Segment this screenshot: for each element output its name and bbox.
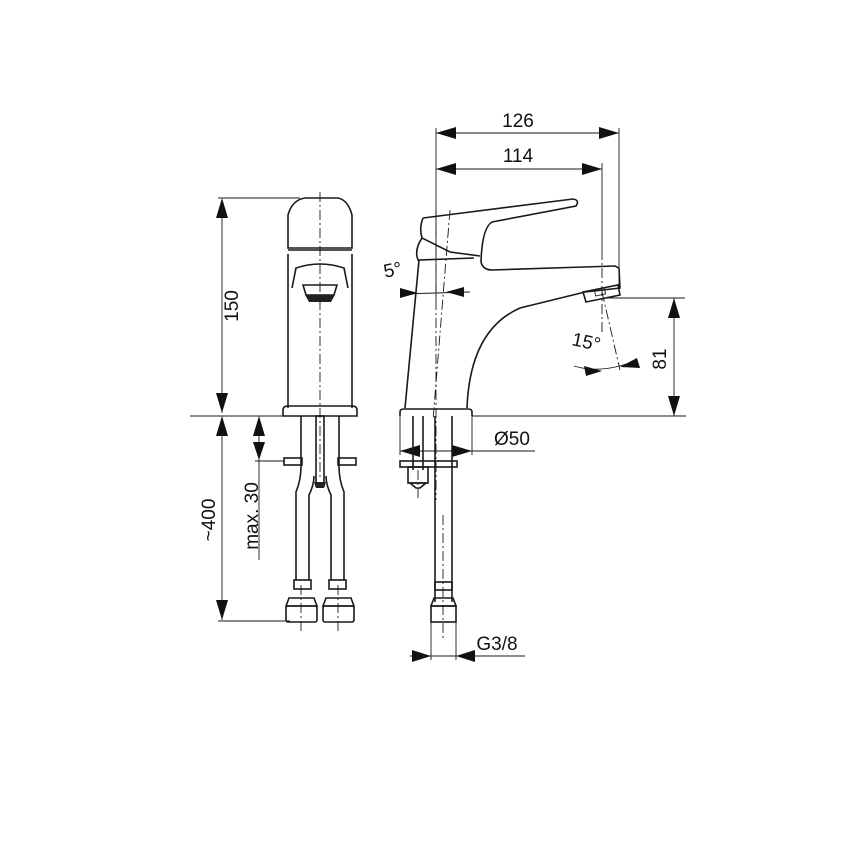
dim-width-126: 126 bbox=[502, 111, 534, 132]
dim-diameter-50: Ø50 bbox=[494, 429, 530, 450]
dim-max-30: max. 30 bbox=[242, 482, 263, 550]
side-view: 126 114 5° 15° bbox=[382, 111, 686, 662]
dim-reach-114: 114 bbox=[503, 146, 534, 167]
dim-hose-400: ~400 bbox=[199, 499, 220, 542]
dim-angle-5: 5° bbox=[382, 258, 404, 282]
dim-angle-15: 15° bbox=[570, 329, 602, 356]
dim-height-150: 150 bbox=[222, 290, 243, 322]
dim-height-81: 81 bbox=[650, 348, 671, 369]
front-view: 150 ~400 max. 30 bbox=[190, 192, 358, 632]
dim-thread-g38: G3/8 bbox=[476, 634, 517, 655]
